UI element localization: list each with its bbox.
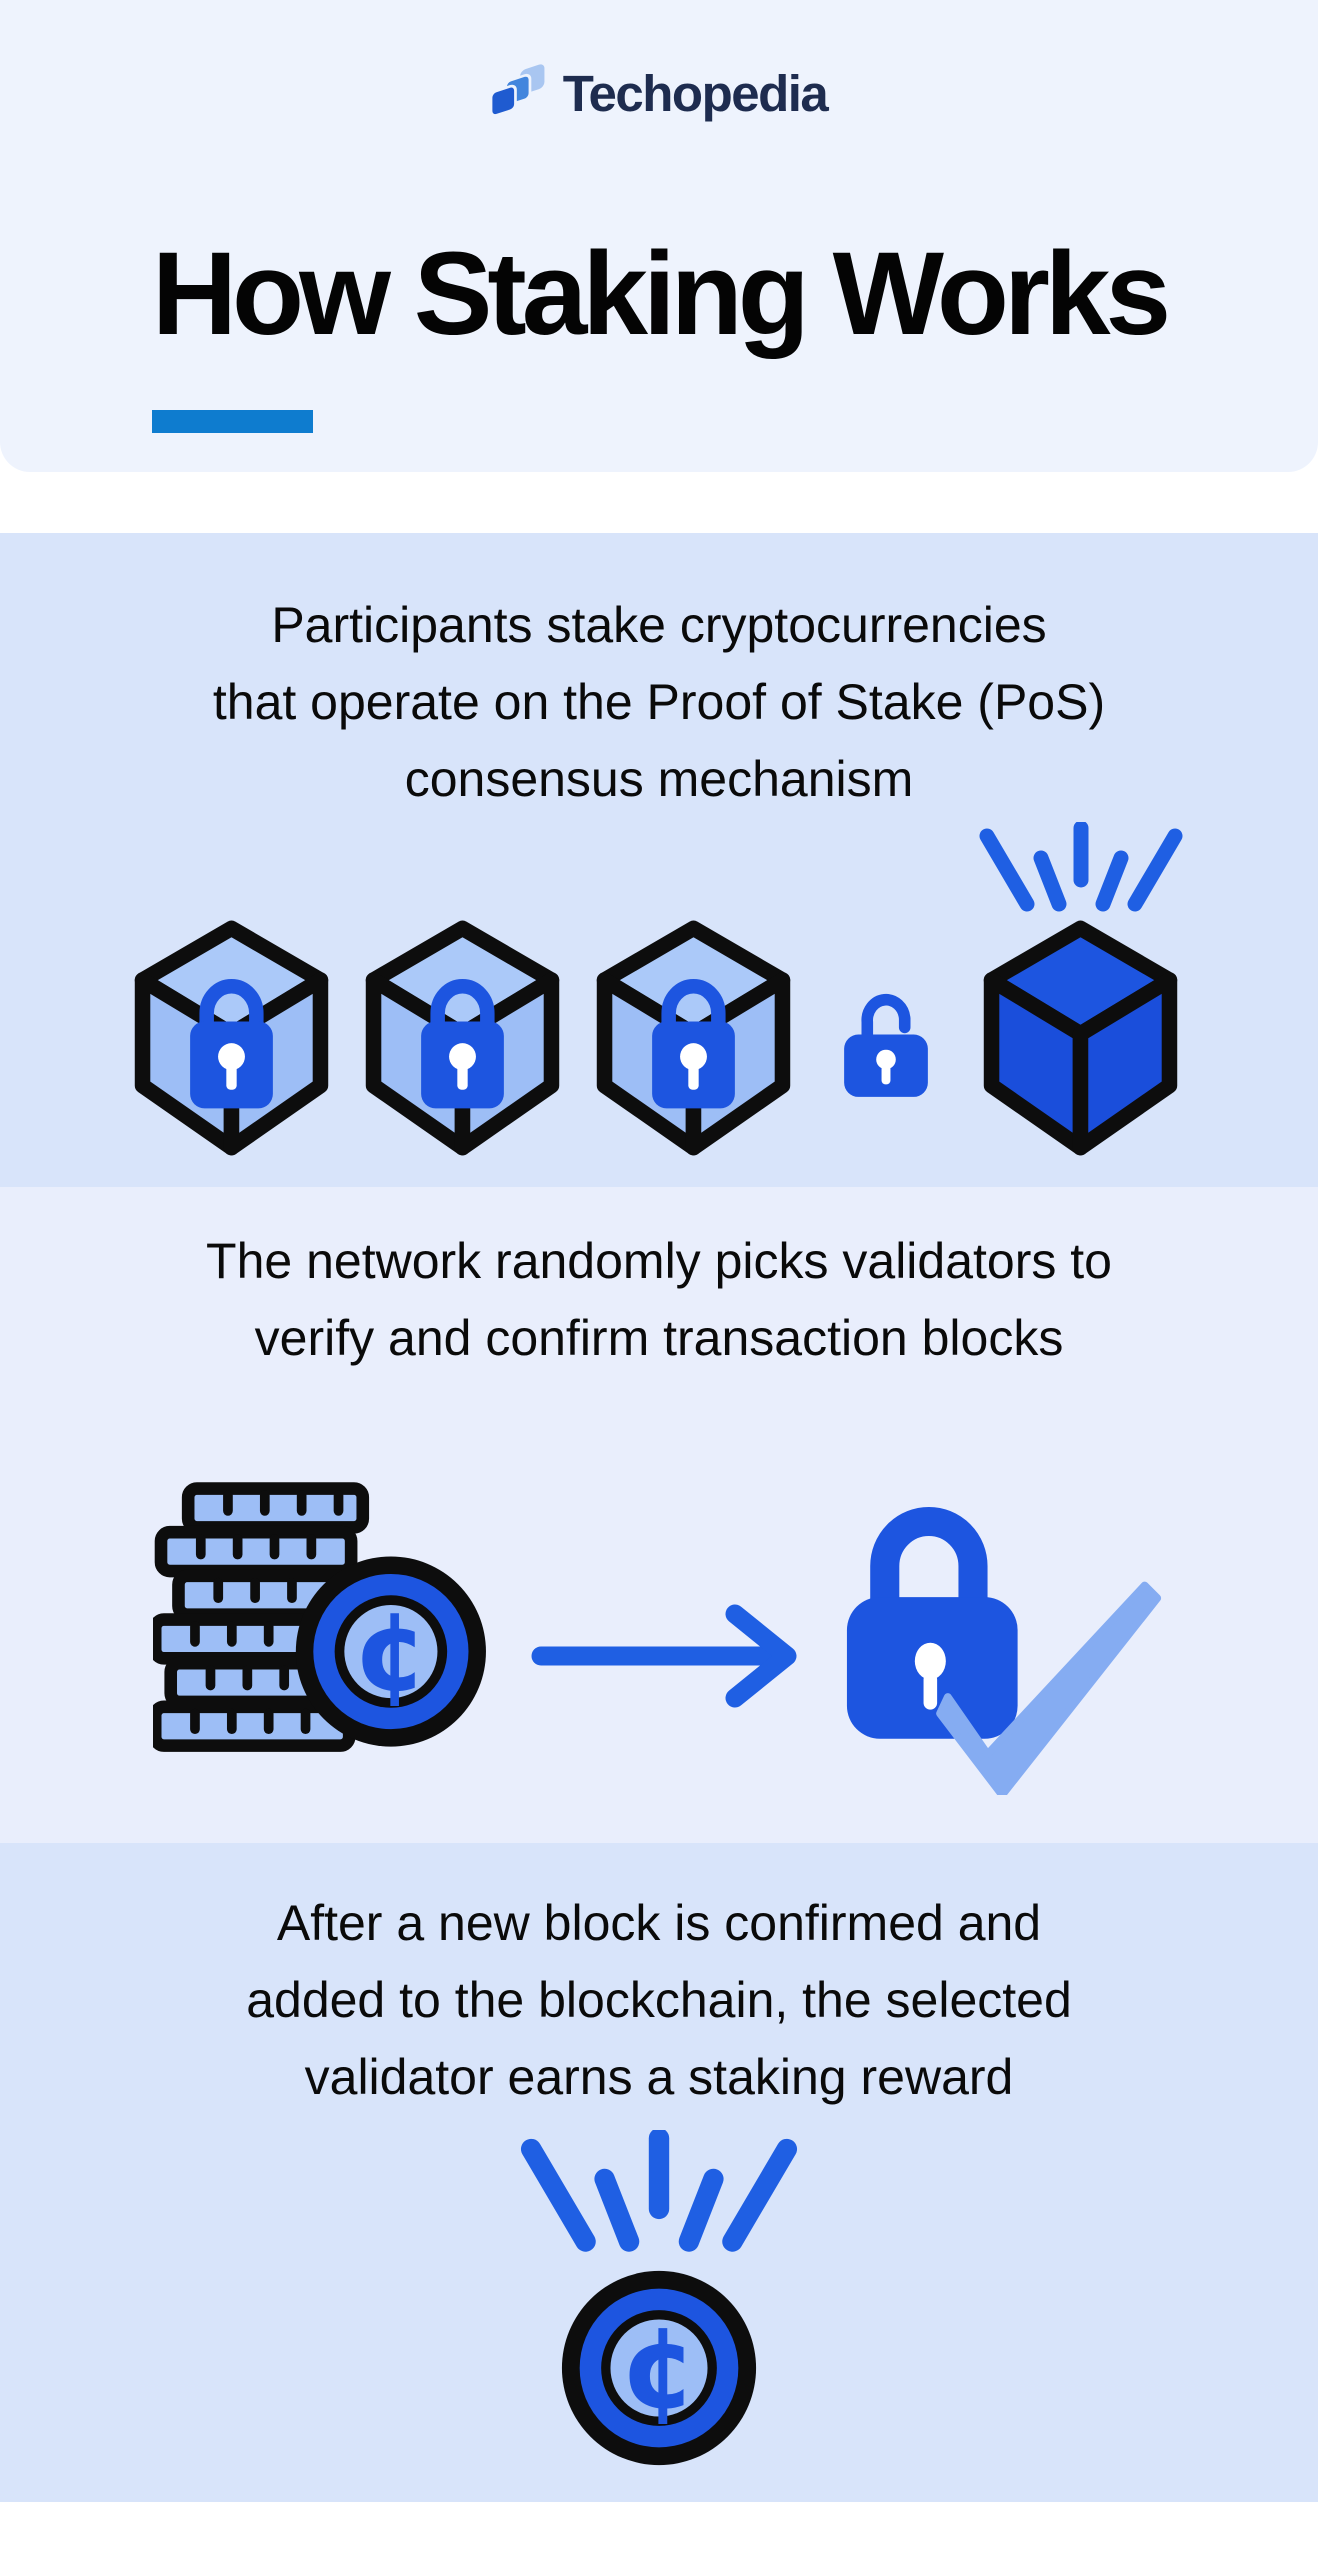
step-3-section: After a new block is confirmed and added… xyxy=(0,1843,1318,2502)
techopedia-logo-icon xyxy=(490,64,545,117)
step-3-line-2: added to the blockchain, the selected xyxy=(246,1972,1072,2028)
step-2-section: The network randomly picks validators to… xyxy=(0,1187,1318,1843)
new-block-icon xyxy=(977,918,1184,1158)
arrow-right-icon xyxy=(531,1604,797,1708)
step-1-illustration xyxy=(128,822,1191,1158)
open-padlock-icon xyxy=(843,994,928,1097)
step-2-illustration: ¢ xyxy=(153,1475,1165,1795)
step-1-line-2: that operate on the Proof of Stake (PoS) xyxy=(212,674,1106,730)
step-2-text: The network randomly picks validators to… xyxy=(206,1223,1112,1377)
new-block-group xyxy=(971,822,1191,1158)
cent-sign: ¢ xyxy=(353,1588,429,1715)
coin-stack-icon: ¢ xyxy=(153,1482,486,1752)
step-1-line-3: consensus mechanism xyxy=(404,751,914,807)
step-1-section: Participants stake cryptocurrencies that… xyxy=(0,533,1318,1187)
step-2-line-1: The network randomly picks validators to xyxy=(206,1233,1112,1289)
step-1-text: Participants stake cryptocurrencies that… xyxy=(213,587,1105,818)
brand-name: Techopedia xyxy=(562,65,829,122)
step-1-line-1: Participants stake cryptocurrencies xyxy=(271,597,1047,653)
check-mark-icon xyxy=(936,1581,1162,1795)
cent-sign: ¢ xyxy=(620,2304,698,2434)
step-3-line-3: validator earns a staking reward xyxy=(304,2049,1014,2105)
step-2-line-2: verify and confirm transaction blocks xyxy=(254,1310,1064,1366)
header-panel: Techopedia How Staking Works xyxy=(0,0,1318,472)
locked-block-icon xyxy=(359,918,566,1158)
locked-block-icon xyxy=(128,918,335,1158)
reward-coin-icon: ¢ xyxy=(561,2270,757,2466)
reward-rays-icon xyxy=(509,2130,809,2266)
brand-logo: Techopedia xyxy=(0,60,1318,127)
step-3-line-1: After a new block is confirmed and xyxy=(276,1895,1042,1951)
step-3-text: After a new block is confirmed and added… xyxy=(246,1885,1072,2116)
title-underline xyxy=(152,410,313,433)
page-title: How Staking Works xyxy=(151,228,1171,360)
step-3-illustration: ¢ xyxy=(509,2130,809,2480)
verified-lock-icon xyxy=(846,1506,1162,1795)
new-block-rays-icon xyxy=(971,822,1191,922)
locked-block-icon xyxy=(590,918,797,1158)
